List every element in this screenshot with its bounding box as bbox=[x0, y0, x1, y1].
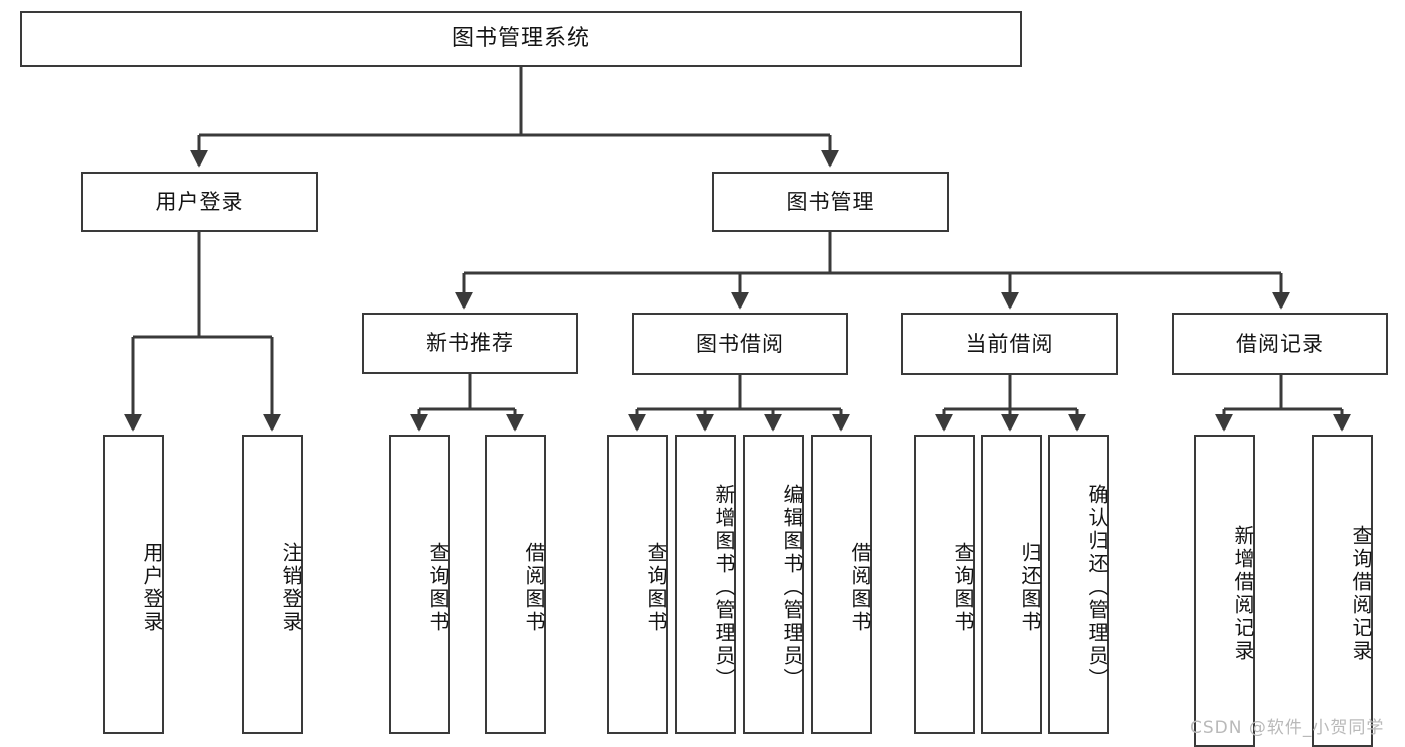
node-book-borrow[interactable]: 图书借阅 bbox=[632, 313, 848, 375]
node-user-login[interactable]: 用户登录 bbox=[81, 172, 318, 232]
node-leaf-query-record-label: 查询借阅记录 bbox=[1349, 525, 1373, 663]
node-leaf-query-book-3[interactable]: 查询图书 bbox=[914, 435, 975, 734]
node-leaf-confirm-return-label: 确认归还（管理员） bbox=[1085, 484, 1109, 691]
node-new-book-recommend-label: 新书推荐 bbox=[426, 331, 514, 356]
csdn-watermark: CSDN @软件_小贺同学 bbox=[1190, 718, 1385, 738]
node-leaf-query-book-3-label: 查询图书 bbox=[951, 541, 975, 634]
node-leaf-query-book-2[interactable]: 查询图书 bbox=[607, 435, 668, 734]
node-leaf-edit-book-label: 编辑图书（管理员） bbox=[780, 484, 804, 691]
node-leaf-borrow-book-1-label: 借阅图书 bbox=[522, 541, 546, 634]
node-leaf-add-record-label: 新增借阅记录 bbox=[1231, 525, 1255, 663]
node-user-login-label: 用户登录 bbox=[155, 189, 244, 214]
node-leaf-confirm-return[interactable]: 确认归还（管理员） bbox=[1048, 435, 1109, 734]
node-leaf-query-book-2-label: 查询图书 bbox=[644, 541, 668, 634]
node-new-book-recommend[interactable]: 新书推荐 bbox=[362, 313, 578, 374]
node-leaf-query-book-1[interactable]: 查询图书 bbox=[389, 435, 450, 734]
node-current-borrow[interactable]: 当前借阅 bbox=[901, 313, 1118, 375]
node-book-manage[interactable]: 图书管理 bbox=[712, 172, 949, 232]
node-leaf-logout[interactable]: 注销登录 bbox=[242, 435, 303, 734]
node-leaf-borrow-book-1[interactable]: 借阅图书 bbox=[485, 435, 546, 734]
node-leaf-return-book-label: 归还图书 bbox=[1018, 541, 1042, 634]
node-root[interactable]: 图书管理系统 bbox=[20, 11, 1022, 67]
node-leaf-query-book-1-label: 查询图书 bbox=[426, 541, 450, 634]
node-leaf-borrow-book-2-label: 借阅图书 bbox=[848, 541, 872, 634]
node-leaf-borrow-book-2[interactable]: 借阅图书 bbox=[811, 435, 872, 734]
node-leaf-user-login-label: 用户登录 bbox=[140, 541, 164, 634]
node-borrow-record[interactable]: 借阅记录 bbox=[1172, 313, 1388, 375]
node-current-borrow-label: 当前借阅 bbox=[965, 331, 1054, 356]
node-leaf-logout-label: 注销登录 bbox=[279, 541, 303, 634]
node-book-borrow-label: 图书借阅 bbox=[696, 331, 784, 356]
node-leaf-edit-book[interactable]: 编辑图书（管理员） bbox=[743, 435, 804, 734]
node-book-manage-label: 图书管理 bbox=[786, 189, 875, 214]
node-leaf-query-record[interactable]: 查询借阅记录 bbox=[1312, 435, 1373, 747]
node-leaf-return-book[interactable]: 归还图书 bbox=[981, 435, 1042, 734]
node-root-label: 图书管理系统 bbox=[451, 26, 590, 52]
node-leaf-user-login[interactable]: 用户登录 bbox=[103, 435, 164, 734]
node-borrow-record-label: 借阅记录 bbox=[1236, 331, 1324, 356]
node-leaf-add-record[interactable]: 新增借阅记录 bbox=[1194, 435, 1255, 747]
node-leaf-add-book[interactable]: 新增图书（管理员） bbox=[675, 435, 736, 734]
node-leaf-add-book-label: 新增图书（管理员） bbox=[712, 484, 736, 691]
